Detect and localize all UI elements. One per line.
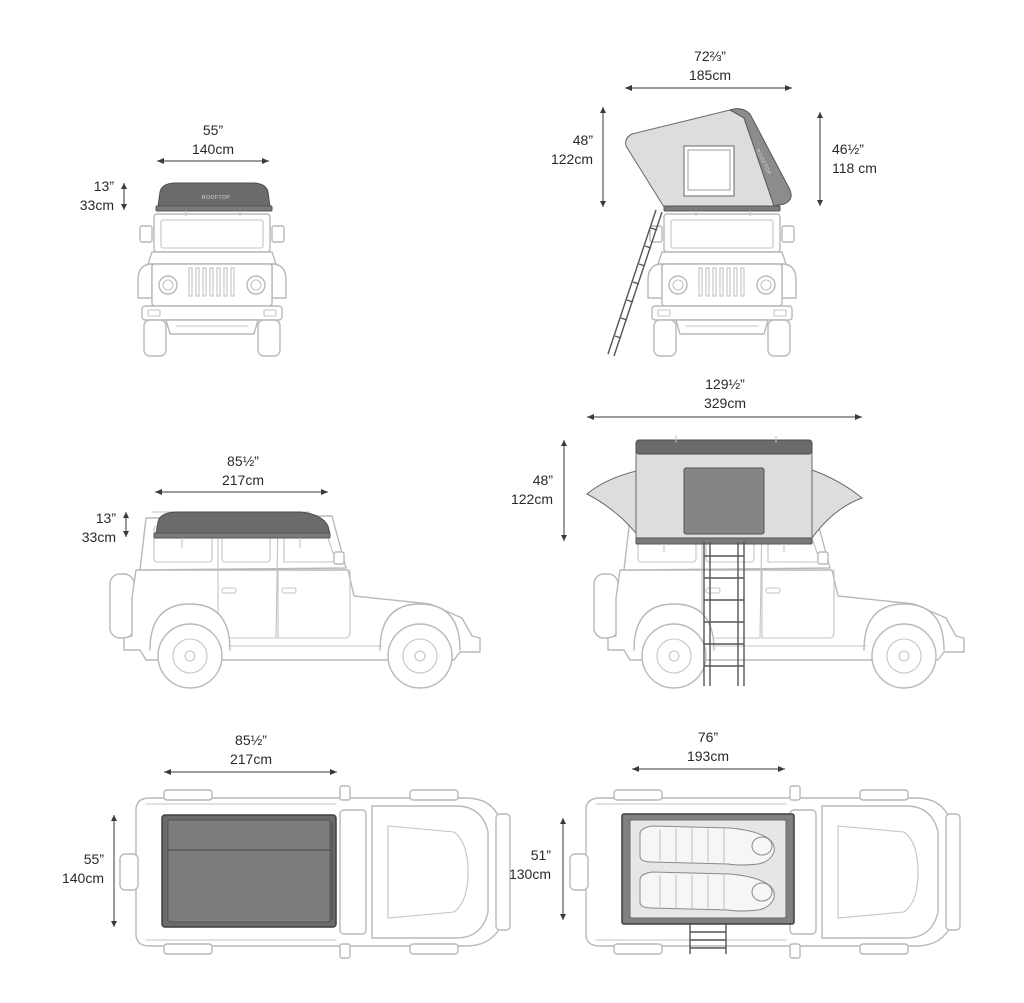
top-closed-width-dimension: 55” 140cm — [62, 815, 117, 927]
side-closed-height-in: 13” — [96, 510, 117, 526]
front-closed-width-cm: 140cm — [192, 141, 234, 157]
top-closed-width-in: 55” — [84, 851, 105, 867]
front-open-width-dimension: 72⅔” 185cm — [625, 48, 792, 91]
top-closed-width-cm: 140cm — [62, 870, 104, 886]
tent-closed-front: ROOFTOP — [155, 182, 273, 217]
front-open-side-cm: 118 cm — [832, 160, 877, 176]
grille-slots — [188, 267, 235, 297]
side-closed-length-cm: 217cm — [222, 472, 264, 488]
front-open-height-cm: 122cm — [551, 151, 593, 167]
top-closed-length-dimension: 85½” 217cm — [164, 732, 337, 775]
tent-closed-top — [161, 814, 337, 928]
front-closed-view: ROOFTOP 55” 140cm 13” 33cm — [80, 122, 287, 357]
side-open-height-cm: 122cm — [511, 491, 553, 507]
tent-open-front: ROOFTOP — [625, 108, 792, 217]
tent-closed-side — [153, 511, 331, 549]
vehicle-front-outline — [137, 213, 287, 357]
top-open-ladder — [689, 924, 727, 954]
side-open-length-cm: 329cm — [704, 395, 746, 411]
front-open-view: ROOFTOP 72⅔” 185cm — [551, 48, 877, 357]
tent-open-top — [621, 813, 795, 925]
side-open-length-in: 129½” — [705, 376, 745, 392]
vehicle-front-outline-2 — [647, 213, 797, 357]
top-open-width-in: 51” — [531, 847, 552, 863]
front-closed-height-dimension: 13” 33cm — [80, 178, 127, 213]
side-closed-height-cm: 33cm — [82, 529, 116, 545]
front-open-side-dimension: 46½” 118 cm — [817, 112, 877, 206]
svg-text:ROOFTOP: ROOFTOP — [202, 195, 230, 201]
top-open-width-dimension: 51” 130cm — [509, 818, 566, 920]
front-open-width-in: 72⅔” — [694, 48, 726, 64]
side-open-ladder — [703, 542, 745, 686]
top-open-length-dimension: 76” 193cm — [632, 729, 785, 772]
top-closed-view: 85½” 217cm 55” 140cm — [62, 732, 511, 959]
front-closed-width-in: 55” — [203, 122, 224, 138]
top-open-view: 76” 193cm 51” 130cm — [509, 729, 961, 959]
top-open-length-cm: 193cm — [687, 748, 729, 764]
front-closed-height-in: 13” — [94, 178, 115, 194]
tent-open-side — [586, 435, 864, 553]
side-closed-height-dimension: 13” 33cm — [82, 510, 129, 545]
side-open-height-dimension: 48” 122cm — [511, 440, 567, 541]
side-closed-length-dimension: 85½” 217cm — [155, 453, 328, 495]
top-open-length-in: 76” — [698, 729, 719, 745]
front-open-ladder — [607, 209, 663, 357]
side-open-height-in: 48” — [533, 472, 554, 488]
front-closed-width-dimension: 55” 140cm — [157, 122, 269, 164]
front-open-height-dimension: 48” 122cm — [551, 107, 606, 207]
front-open-height-in: 48” — [573, 132, 594, 148]
side-closed-length-in: 85½” — [227, 453, 259, 469]
top-open-width-cm: 130cm — [509, 866, 551, 882]
grille-slots-2 — [698, 267, 745, 297]
front-closed-height-cm: 33cm — [80, 197, 114, 213]
side-open-view: 129½” 329cm 48” 122cm — [511, 376, 965, 689]
front-open-width-cm: 185cm — [689, 67, 731, 83]
side-open-length-dimension: 129½” 329cm — [587, 376, 862, 420]
top-closed-length-in: 85½” — [235, 732, 267, 748]
side-closed-view: 85½” 217cm 13” 33cm — [82, 453, 481, 689]
top-closed-length-cm: 217cm — [230, 751, 272, 767]
front-open-side-in: 46½” — [832, 141, 864, 157]
